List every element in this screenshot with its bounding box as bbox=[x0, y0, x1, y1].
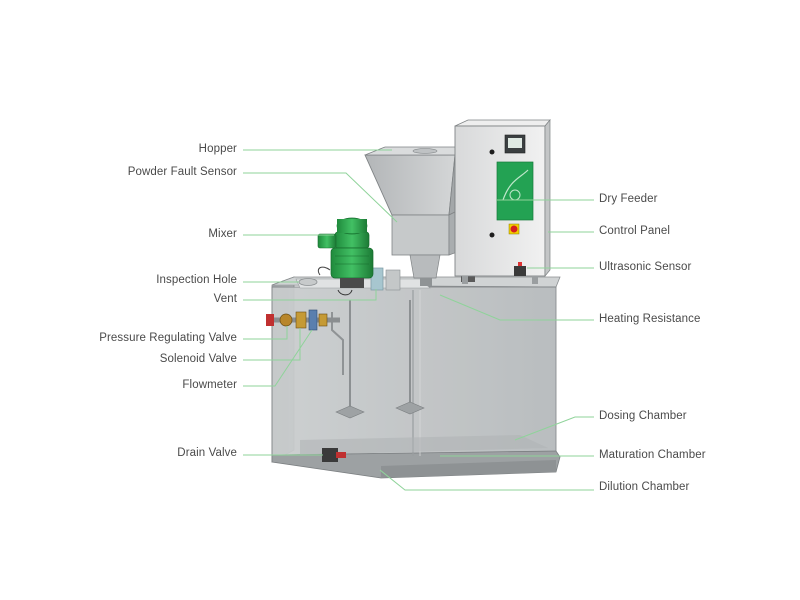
mixer-motor bbox=[317, 217, 374, 288]
inspection-hole bbox=[298, 278, 318, 286]
vent bbox=[370, 267, 384, 291]
leader-line bbox=[243, 326, 288, 340]
label-mixer: Mixer bbox=[208, 228, 237, 240]
pressure-regulating-valve bbox=[279, 313, 293, 327]
inlet-pipework bbox=[266, 309, 340, 331]
leader-lines bbox=[243, 149, 594, 491]
label-dilution-chamber: Dilution Chamber bbox=[599, 481, 690, 493]
label-pressure-regulating-valve: Pressure Regulating Valve bbox=[99, 332, 237, 344]
solenoid-valve bbox=[295, 311, 307, 329]
leader-line bbox=[439, 294, 594, 321]
leader-line bbox=[514, 416, 594, 441]
ultrasonic-sensor bbox=[514, 262, 526, 276]
selector-knob bbox=[489, 149, 495, 155]
label-flowmeter: Flowmeter bbox=[182, 379, 237, 391]
label-hopper: Hopper bbox=[198, 143, 237, 155]
leader-line bbox=[243, 172, 398, 223]
label-dosing-chamber: Dosing Chamber bbox=[599, 410, 687, 422]
leader-line bbox=[379, 469, 594, 491]
label-dry-feeder: Dry Feeder bbox=[599, 193, 658, 205]
label-solenoid-valve: Solenoid Valve bbox=[159, 353, 237, 365]
label-control-panel: Control Panel bbox=[599, 225, 670, 237]
leader-line bbox=[243, 329, 313, 387]
inlet-valve-handle bbox=[266, 314, 274, 326]
selector-knob bbox=[489, 232, 495, 238]
label-inspection-hole: Inspection Hole bbox=[156, 274, 237, 286]
tank bbox=[271, 276, 561, 479]
leader-line bbox=[243, 289, 377, 301]
drain-valve bbox=[322, 448, 346, 462]
label-heating-resistance: Heating Resistance bbox=[599, 313, 701, 325]
label-vent: Vent bbox=[213, 293, 237, 305]
control-panel bbox=[454, 119, 551, 284]
label-powder-fault-sensor: Powder Fault Sensor bbox=[127, 166, 237, 178]
emergency-stop-icon bbox=[510, 225, 518, 233]
hopper bbox=[364, 146, 471, 286]
leader-line bbox=[243, 328, 301, 361]
label-ultrasonic-sensor: Ultrasonic Sensor bbox=[599, 261, 692, 273]
label-maturation-chamber: Maturation Chamber bbox=[599, 449, 706, 461]
flowmeter bbox=[308, 309, 318, 331]
label-drain-valve: Drain Valve bbox=[177, 447, 237, 459]
